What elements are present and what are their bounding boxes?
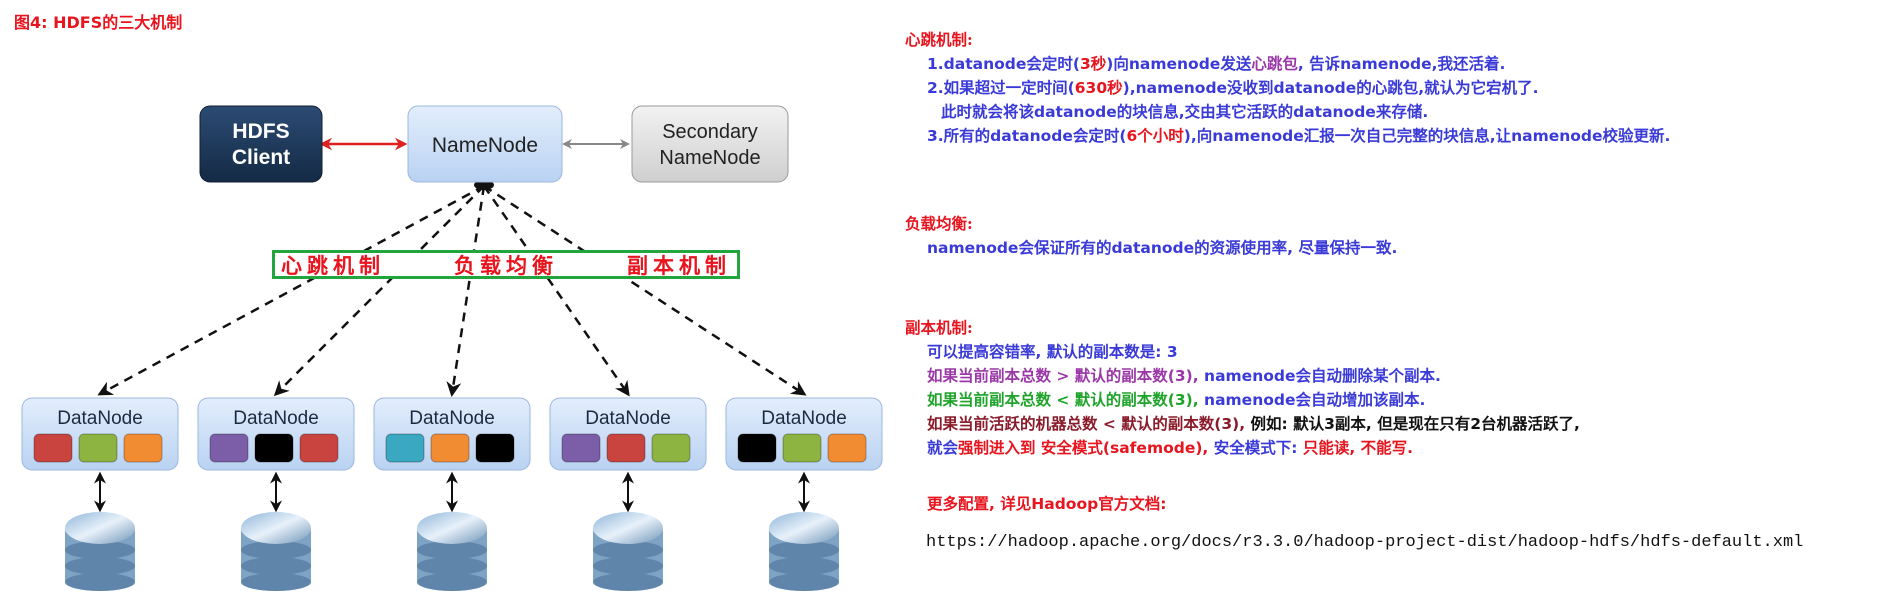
balance-heading: 负载均衡:	[905, 214, 973, 233]
data-block	[430, 433, 470, 463]
heartbeat-item-2: 2.如果超过一定时间(630秒),namenode没收到datanode的心跳包…	[905, 76, 1670, 100]
replica-line-3: 如果当前副本总数 < 默认的副本数(3), namenode会自动增加该副本.	[905, 388, 1580, 412]
namenode-datanode-link	[482, 185, 630, 397]
secondary-label-line1: Secondary	[662, 121, 758, 143]
replica-line-1: 可以提高容错率, 默认的副本数是: 3	[927, 343, 1178, 361]
namenode-datanode-links	[97, 184, 807, 397]
text: ),namenode没收到datanode的心跳包,就认为它宕机了.	[1122, 79, 1539, 97]
data-block	[33, 433, 73, 463]
datanode-5: DataNode	[725, 397, 883, 471]
disk-icon	[769, 512, 839, 591]
highlight: 6个小时	[1126, 127, 1184, 145]
replica-heading: 副本机制:	[905, 318, 973, 337]
data-block	[209, 433, 249, 463]
mechanisms-banner: 心跳机制 负载均衡 副本机制	[272, 250, 740, 279]
text: 1.datanode会定时(	[927, 55, 1080, 73]
namenode-datanode-link	[446, 185, 486, 397]
text: 强制进入到 安全模式(safemode),	[958, 439, 1214, 457]
heartbeat-section: 心跳机制: 1.datanode会定时(3秒)向namenode发送心跳包, 告…	[905, 28, 1670, 148]
datanode-4: DataNode	[549, 397, 707, 471]
data-block	[561, 433, 601, 463]
namenode-datanode-link	[483, 184, 807, 396]
replica-line-5: 就会强制进入到 安全模式(safemode), 安全模式下: 只能读, 不能写.	[905, 436, 1580, 460]
highlight: 630秒	[1074, 79, 1123, 97]
text: , 告诉namenode,我还活着.	[1297, 55, 1506, 73]
text: 如果当前副本总数 > 默认的副本数(3),	[927, 367, 1205, 385]
data-block	[299, 433, 339, 463]
disk-icon	[593, 512, 663, 591]
docs-url-link[interactable]: https://hadoop.apache.org/docs/r3.3.0/ha…	[926, 533, 1804, 552]
data-block	[827, 433, 867, 463]
datanode-label: DataNode	[409, 408, 495, 429]
text: namenode会自动增加该副本.	[1204, 391, 1426, 409]
mechanism-heartbeat: 心跳机制	[281, 252, 385, 278]
text: namenode会自动删除某个副本.	[1204, 367, 1441, 385]
heartbeat-item-1: 1.datanode会定时(3秒)向namenode发送心跳包, 告诉namen…	[905, 52, 1670, 76]
text: 只能读, 不能写.	[1302, 439, 1414, 457]
namenode-datanode-link	[273, 185, 485, 397]
secondary-label-line2: NameNode	[659, 147, 760, 169]
text: 3.所有的datanode会定时(	[927, 127, 1127, 145]
data-block	[782, 433, 822, 463]
disk-icon	[65, 512, 135, 591]
text: 如果当前活跃的机器总数 < 默认的副本数(3),	[927, 415, 1251, 433]
data-block	[651, 433, 691, 463]
secondary-namenode-node: Secondary NameNode	[631, 105, 789, 183]
data-block	[737, 433, 777, 463]
mechanism-replica: 副本机制	[627, 252, 731, 278]
replica-section: 副本机制: 可以提高容错率, 默认的副本数是: 3 如果当前副本总数 > 默认的…	[905, 316, 1580, 460]
replica-line-2: 如果当前副本总数 > 默认的副本数(3), namenode会自动删除某个副本.	[905, 364, 1580, 388]
heartbeat-heading: 心跳机制:	[905, 30, 973, 49]
highlight: 心跳包	[1251, 55, 1298, 73]
datanode-3: DataNode	[373, 397, 531, 471]
data-block	[123, 433, 163, 463]
text: )向namenode发送	[1106, 55, 1252, 73]
heartbeat-item-2-cont: 此时就会将该datanode的块信息,交由其它活跃的datanode来存储.	[941, 103, 1429, 121]
data-block	[606, 433, 646, 463]
heartbeat-item-3: 3.所有的datanode会定时(6个小时),向namenode汇报一次自己完整…	[905, 124, 1670, 148]
text: 例如: 默认3副本, 但是现在只有2台机器活跃了,	[1250, 415, 1580, 433]
text: 就会	[927, 439, 959, 457]
hdfs-architecture-diagram: HDFS Client NameNode Secondary NameNode …	[21, 105, 883, 591]
datanode-label: DataNode	[57, 408, 143, 429]
data-block	[475, 433, 515, 463]
text: ),向namenode汇报一次自己完整的块信息,让namenode校验更新.	[1183, 127, 1671, 145]
datanode-label: DataNode	[233, 408, 319, 429]
more-config-section: 更多配置, 详见Hadoop官方文档:	[905, 492, 1166, 516]
client-label-line2: Client	[232, 146, 290, 169]
datanode-label: DataNode	[585, 408, 671, 429]
hdfs-client-node: HDFS Client	[199, 105, 323, 183]
disk-icon	[417, 512, 487, 591]
datanode-2: DataNode	[197, 397, 355, 471]
data-block	[78, 433, 118, 463]
replica-line-4: 如果当前活跃的机器总数 < 默认的副本数(3), 例如: 默认3副本, 但是现在…	[905, 412, 1580, 436]
text: 如果当前副本总数 < 默认的副本数(3),	[927, 391, 1205, 409]
namenode-node: NameNode	[407, 105, 563, 183]
disk-icon	[241, 512, 311, 591]
text: 安全模式下:	[1213, 439, 1303, 457]
figure-title: 图4: HDFS的三大机制	[14, 13, 183, 32]
highlight: 3秒	[1079, 55, 1107, 73]
mechanism-load-balance: 负载均衡	[454, 252, 558, 278]
namenode-label: NameNode	[432, 134, 538, 157]
balance-section: 负载均衡: namenode会保证所有的datanode的资源使用率, 尽量保持…	[905, 212, 1397, 260]
datanode-1: DataNode	[21, 397, 179, 471]
text: 2.如果超过一定时间(	[927, 79, 1075, 97]
data-block	[254, 433, 294, 463]
more-config-heading: 更多配置, 详见Hadoop官方文档:	[927, 495, 1167, 513]
client-label-line1: HDFS	[232, 120, 289, 143]
datanode-label: DataNode	[761, 408, 847, 429]
data-block	[385, 433, 425, 463]
namenode-datanode-link	[97, 184, 485, 396]
balance-text: namenode会保证所有的datanode的资源使用率, 尽量保持一致.	[927, 239, 1398, 257]
